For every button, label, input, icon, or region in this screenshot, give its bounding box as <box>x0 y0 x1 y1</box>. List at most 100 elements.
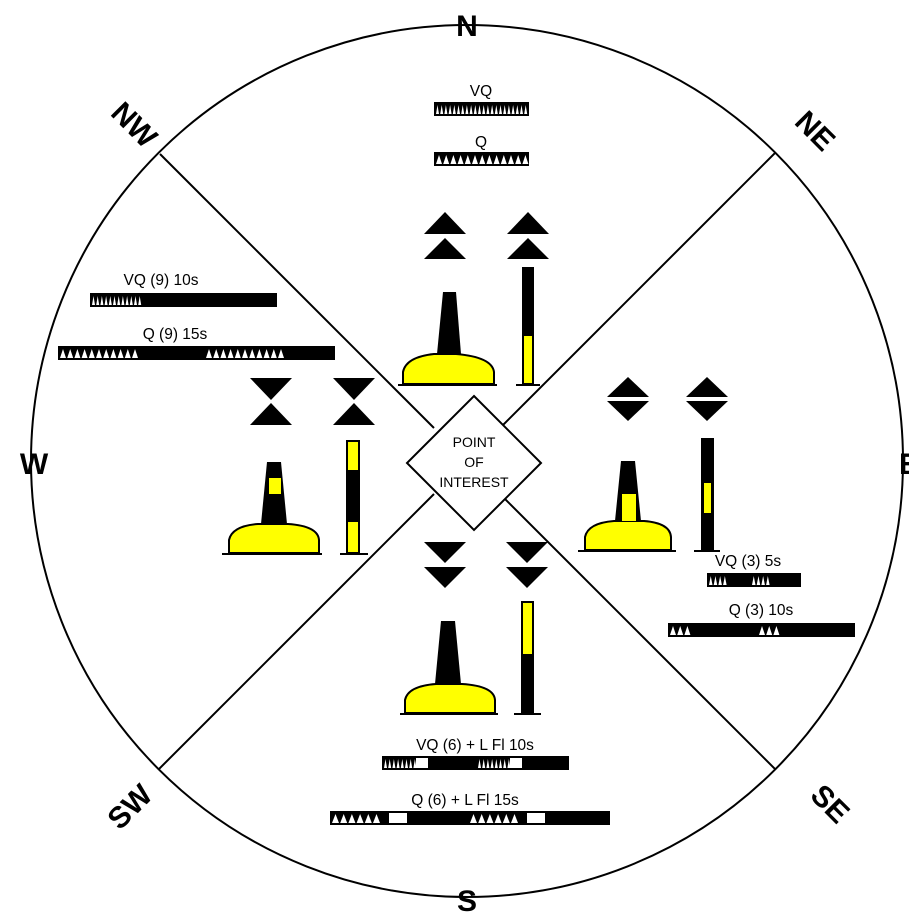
flash-mark <box>364 814 372 823</box>
south-buoy-topmark-upper-cone <box>424 542 466 563</box>
flash-mark <box>486 759 490 768</box>
south-buoy-topmark-lower-cone <box>424 567 466 588</box>
south-q-bar <box>330 811 610 825</box>
flash-mark <box>206 349 212 358</box>
flash-mark <box>515 105 519 114</box>
flash-mark <box>524 105 528 114</box>
flash-mark <box>125 296 129 305</box>
flash-mark <box>121 296 125 305</box>
flash-mark <box>436 155 442 164</box>
label-east: E <box>899 448 909 481</box>
long-flash-mark <box>527 813 545 823</box>
flash-mark <box>457 155 464 164</box>
flash-mark <box>457 105 460 114</box>
flash-mark <box>486 105 490 114</box>
flash-mark <box>113 296 116 305</box>
flash-mark <box>134 296 137 305</box>
flash-mark <box>388 759 392 768</box>
east-buoy-hull <box>584 520 672 551</box>
flash-mark <box>511 105 515 114</box>
west-vq-label: VQ (9) 10s <box>124 272 199 289</box>
flash-mark <box>220 349 227 358</box>
east-buoy-tower-yellow <box>622 494 636 521</box>
flash-mark <box>242 349 248 358</box>
flash-mark <box>773 626 780 635</box>
flash-mark <box>103 349 110 358</box>
flash-mark <box>507 759 511 768</box>
flash-mark <box>96 349 102 358</box>
flash-mark <box>500 155 507 164</box>
label-southwest: SW <box>102 778 160 836</box>
east-q-label: Q (3) 10s <box>729 602 794 619</box>
flash-mark <box>227 349 234 358</box>
label-north: N <box>456 10 478 43</box>
poi-line-3: INTEREST <box>439 474 509 490</box>
flash-mark <box>96 296 100 305</box>
flash-mark <box>503 105 507 114</box>
flash-mark <box>88 349 95 358</box>
label-northwest: NW <box>104 96 163 155</box>
west-buoy-tower-yellow <box>269 478 281 494</box>
point-of-interest-diamond <box>405 394 543 532</box>
flash-mark <box>520 105 523 114</box>
flash-mark <box>482 759 486 768</box>
east-q-flashes <box>670 626 780 635</box>
south-spar-topmark-lower-cone <box>506 567 548 588</box>
east-vq-label: VQ (3) 5s <box>715 553 782 570</box>
flash-mark <box>405 759 408 768</box>
flash-mark <box>756 576 761 585</box>
flash-mark <box>490 759 494 768</box>
east-spar-topmark-upper-cone <box>686 377 728 397</box>
flash-mark <box>444 105 448 114</box>
flash-mark <box>448 105 452 114</box>
flash-mark <box>384 759 387 768</box>
flash-mark <box>472 155 478 164</box>
flash-mark <box>511 814 518 823</box>
south-cardinal-mark: VQ (6) + L Fl 10s Q (6) + L Fl 15s <box>330 542 610 825</box>
flash-mark <box>522 155 529 164</box>
flash-mark <box>502 814 510 823</box>
north-vq-bar <box>434 102 529 116</box>
flash-mark <box>515 155 522 164</box>
long-flash-mark <box>389 813 407 823</box>
flash-mark <box>373 814 380 823</box>
flash-mark <box>766 626 773 635</box>
south-buoy-hull <box>404 683 496 714</box>
flash-mark <box>494 814 502 823</box>
flash-mark <box>256 349 263 358</box>
south-vq-label: VQ (6) + L Fl 10s <box>416 737 534 754</box>
flash-mark <box>761 576 765 585</box>
flash-mark <box>332 814 339 823</box>
flash-mark <box>709 576 713 585</box>
flash-mark <box>499 759 502 768</box>
flash-mark <box>684 626 691 635</box>
west-buoy-topmark-lower-cone <box>250 403 292 425</box>
north-q-flashes <box>436 155 529 164</box>
flash-mark <box>499 105 502 114</box>
south-vq-bar <box>382 756 569 770</box>
flash-mark <box>110 349 117 358</box>
south-buoy-tower <box>435 621 461 684</box>
line-nw <box>159 153 435 429</box>
east-buoy-topmark-upper-cone <box>607 377 649 397</box>
flash-mark <box>493 155 500 164</box>
north-vq-label: VQ <box>470 83 492 100</box>
long-flash-mark <box>416 758 428 768</box>
east-spar-topmark-lower-cone <box>686 401 728 421</box>
compass-circle <box>30 24 904 898</box>
west-vq-flashes <box>92 296 142 305</box>
flash-mark <box>507 105 511 114</box>
flash-mark <box>249 349 256 358</box>
flash-mark <box>129 296 133 305</box>
east-vq-flashes <box>709 576 770 585</box>
flash-mark <box>469 105 473 114</box>
flash-mark <box>278 349 284 358</box>
flash-mark <box>117 349 124 358</box>
flash-mark <box>124 349 131 358</box>
flash-mark <box>67 349 74 358</box>
flash-mark <box>723 576 727 585</box>
flash-mark <box>478 759 481 768</box>
south-q-flashes <box>332 813 545 823</box>
point-of-interest: POINT OF INTEREST <box>405 394 543 532</box>
